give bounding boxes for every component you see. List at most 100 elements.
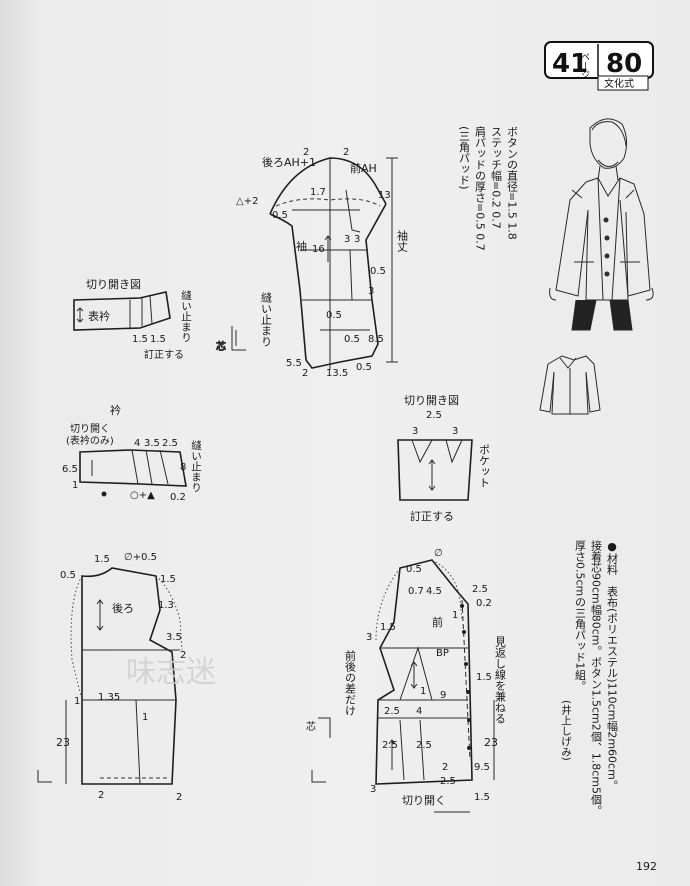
svg-text:芯: 芯 bbox=[216, 340, 226, 353]
front-m10: 1 bbox=[420, 686, 426, 697]
front-bodice-pattern: 前 BP 前後の差だけ 見返し線を兼ねる 切り開く ∅ 0.5 0.7 4.5 … bbox=[306, 548, 507, 813]
page-ref: 41 bbox=[552, 49, 588, 79]
back-m9: 1 bbox=[142, 712, 148, 723]
collar-marks: ○+▲ bbox=[130, 490, 155, 501]
front-m11: 9 bbox=[440, 690, 446, 701]
back-m2: 0.5 bbox=[60, 570, 76, 581]
front-armhole-label: 前AH bbox=[350, 161, 377, 175]
materials-block: ●材料 表布(ポリエステル)110cm幅2m60cm。 接着芯90cm幅80cm… bbox=[560, 540, 619, 816]
back-armhole-label: 後ろAH+1 bbox=[262, 155, 316, 169]
collar-m1: 3.5 bbox=[144, 438, 160, 449]
back-m6: 2 bbox=[180, 650, 186, 661]
back-title: 後ろ bbox=[112, 601, 134, 615]
sleeve-m10: 0.5 bbox=[326, 310, 342, 321]
collar-slash-title: 切り開き図 bbox=[86, 278, 141, 291]
front-buttons bbox=[460, 604, 471, 750]
back-m7: 1 bbox=[74, 696, 80, 707]
drafting-style: 文化式 bbox=[604, 77, 634, 90]
model-illustration bbox=[549, 118, 654, 331]
back-m8: 1.35 bbox=[98, 692, 120, 703]
back-m4: 1.3 bbox=[158, 600, 174, 611]
front-m13: 4 bbox=[416, 706, 422, 717]
collar-sew-stop: 縫い止まり bbox=[180, 289, 192, 342]
collar-fix-label: 訂正する bbox=[144, 348, 184, 361]
button-diameter-note: ボタンの直径=1.5 1.8 bbox=[506, 126, 519, 240]
collar-m3: 6.5 bbox=[62, 464, 78, 475]
front-m15: 2.5 bbox=[416, 740, 432, 751]
sleeve-m6: 3 bbox=[344, 234, 350, 245]
sleeve-m14: 2 bbox=[302, 368, 308, 379]
sleeve-m12: 8.5 bbox=[368, 334, 384, 345]
front-m17: 2 bbox=[442, 762, 448, 773]
sleeve-m17: △+2 bbox=[236, 196, 258, 207]
materials-line3: 厚さ0.5cmの三角パッド1組。 bbox=[574, 540, 587, 692]
front-m21: 2.5 bbox=[440, 776, 456, 787]
pocket-mark: 2.5 bbox=[426, 410, 442, 421]
front-m0: ∅ bbox=[434, 548, 443, 559]
sleeve-pattern: 後ろAH+1 前AH 袖 袖丈 縫い止まり 2 2 1.7 13 0.5 16 … bbox=[236, 147, 409, 379]
front-m16: 23 bbox=[484, 736, 498, 749]
stitch-width-note: ステッチ幅=0.2 0.7 bbox=[490, 126, 503, 229]
sleeve-m11: 0.5 bbox=[344, 334, 360, 345]
back-m5: 3.5 bbox=[166, 632, 182, 643]
front-m7: 1.5 bbox=[380, 622, 396, 633]
front-m2: 0.7 bbox=[408, 586, 424, 597]
front-bp-label: BP bbox=[436, 648, 449, 659]
sleeve-m15: 13.5 bbox=[326, 368, 348, 379]
collar-pattern: 衿 切り開く (表衿のみ) 4 3.5 2.5 6.5 1 8 0.2 ○+▲ … bbox=[62, 403, 202, 503]
collar-piece-label: 表衿 bbox=[88, 309, 110, 323]
front-m18: 9.5 bbox=[474, 762, 490, 773]
front-m20: 3 bbox=[370, 784, 376, 795]
front-m6: 1 bbox=[452, 610, 458, 621]
front-cut-open: 切り開く bbox=[402, 794, 446, 807]
back-view-illustration bbox=[539, 355, 601, 415]
sleeve-m2: 1.7 bbox=[310, 187, 326, 198]
front-diff-note: 前後の差だけ bbox=[344, 649, 357, 716]
sleeve-m8: 0.5 bbox=[370, 266, 386, 277]
sleeve-title: 袖 bbox=[296, 239, 307, 253]
svg-text:芯: 芯 bbox=[306, 720, 316, 733]
collar-slash-m0: 1.5 bbox=[132, 334, 148, 345]
collar-slash-diagram: 切り開き図 表衿 1.5 1.5 訂正する 縫い止まり bbox=[73, 278, 192, 361]
sleeve-m13: 5.5 bbox=[286, 358, 302, 369]
pocket-m0: 3 bbox=[412, 426, 418, 437]
collar-m4: 1 bbox=[72, 480, 78, 491]
sleeve-m0: 2 bbox=[303, 147, 309, 158]
pocket-pattern: 切り開き図 2.5 3 3 ポケット 訂正する bbox=[397, 394, 491, 523]
front-m9: 1.5 bbox=[476, 672, 492, 683]
pattern-number-box: 41 ページ 80 文化式 bbox=[544, 41, 654, 91]
collar-slash-m1: 1.5 bbox=[150, 334, 166, 345]
collar-m2: 2.5 bbox=[162, 438, 178, 449]
collar-cut-note: 切り開く bbox=[70, 423, 110, 435]
collar-m5: 8 bbox=[180, 462, 186, 473]
front-m8: 3 bbox=[366, 632, 372, 643]
page-unit: ページ bbox=[579, 52, 590, 79]
shoulder-pad-note: 肩パッドの厚さ=0.5 0.7 bbox=[474, 125, 487, 251]
front-m5: 0.2 bbox=[476, 598, 492, 609]
sleeve-m3: 13 bbox=[378, 190, 391, 201]
front-m1: 0.5 bbox=[406, 564, 422, 575]
collar-notch-dot bbox=[101, 491, 107, 497]
back-bodice-pattern: 後ろ 1.5 ∅+0.5 0.5 1.5 1.3 3.5 2 1 1.35 1 … bbox=[37, 552, 186, 803]
sleeve-m9: 3 bbox=[368, 286, 374, 297]
pad-type-note: (三角パッド) bbox=[458, 126, 471, 190]
sleeve-m7: 3 bbox=[354, 234, 360, 245]
sleeve-m4: 0.5 bbox=[272, 210, 288, 221]
collar-title: 衿 bbox=[110, 403, 121, 417]
page-number: 192 bbox=[636, 860, 657, 873]
interfacing-symbol: 芯 bbox=[216, 326, 246, 354]
collar-m0: 4 bbox=[134, 438, 140, 449]
back-m11: 2 bbox=[98, 790, 104, 801]
back-m3: 1.5 bbox=[160, 574, 176, 585]
pocket-fix-label: 訂正する bbox=[410, 509, 454, 523]
back-m10: 23 bbox=[56, 736, 70, 749]
back-m12: 2 bbox=[176, 792, 182, 803]
sleeve-m5: 16 bbox=[312, 244, 325, 255]
front-m12: 2.5 bbox=[384, 706, 400, 717]
front-m14: 2.5 bbox=[382, 740, 398, 751]
back-m1: ∅+0.5 bbox=[124, 552, 157, 563]
pattern-no: 80 bbox=[606, 49, 642, 79]
back-m0: 1.5 bbox=[94, 554, 110, 565]
